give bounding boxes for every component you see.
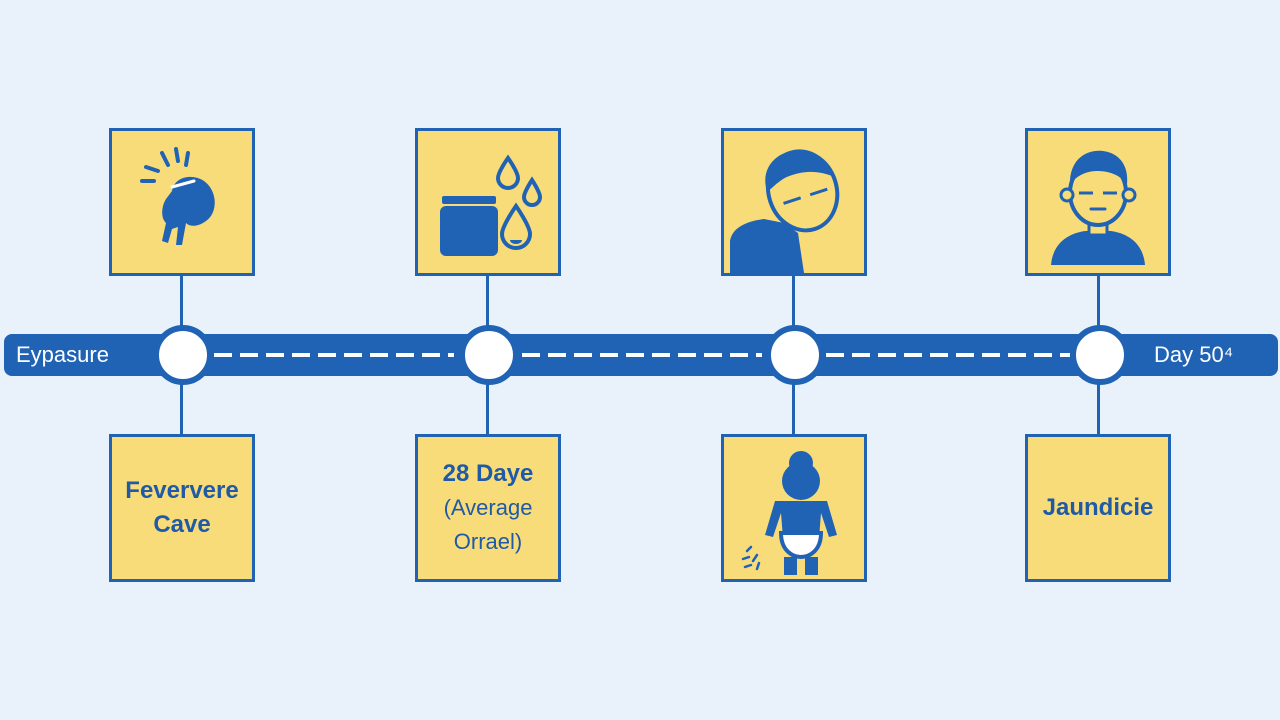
- connector-bottom-3: [792, 376, 795, 434]
- bottom-card-2: 28 Daye (Average Orrael): [415, 434, 561, 582]
- timeline-node-1: [153, 325, 213, 385]
- top-card-3: [721, 128, 867, 276]
- child-diaper-icon: [741, 451, 837, 575]
- top-card-2: [415, 128, 561, 276]
- jar-and-droplets-icon: [440, 154, 543, 256]
- bottom-card-4-line-1: Jaundicie: [1042, 494, 1154, 521]
- connector-top-3: [792, 276, 795, 336]
- bottom-card-2-line-1: 28 Daye: [442, 460, 534, 487]
- timeline-node-4: [1070, 325, 1130, 385]
- timeline-start-label: Eypasure: [16, 342, 109, 367]
- top-card-4: [1025, 128, 1171, 276]
- timeline-end-label: Day 50⁴: [1154, 342, 1234, 367]
- bottom-card-1-line-2: Cave: [153, 511, 211, 538]
- connector-top-4: [1097, 276, 1100, 336]
- timeline-node-2: [459, 325, 519, 385]
- connector-bottom-2: [486, 376, 489, 434]
- bottom-card-1-line-1: Feververe: [125, 477, 239, 504]
- timeline-node-3: [765, 325, 825, 385]
- bottom-card-2-line-2: (Average: [443, 495, 533, 520]
- connector-bottom-4: [1097, 376, 1100, 434]
- bottom-card-4: Jaundicie: [1025, 434, 1171, 582]
- connector-top-2: [486, 276, 489, 336]
- person-portrait-icon: [1051, 150, 1145, 265]
- timeline-dashes-1: [214, 353, 454, 357]
- connector-top-1: [180, 276, 183, 336]
- connector-bottom-1: [180, 376, 183, 434]
- fever-burst-icon: [140, 147, 215, 245]
- bottom-card-1: Feververe Cave: [109, 434, 255, 582]
- top-card-1: [109, 128, 255, 276]
- timeline-dashes-3: [826, 353, 1070, 357]
- person-head-tilted-icon: [730, 149, 840, 273]
- timeline-dashes-2: [522, 353, 762, 357]
- bottom-card-2-line-3: Orrael): [453, 529, 523, 554]
- bottom-card-3: [721, 434, 867, 582]
